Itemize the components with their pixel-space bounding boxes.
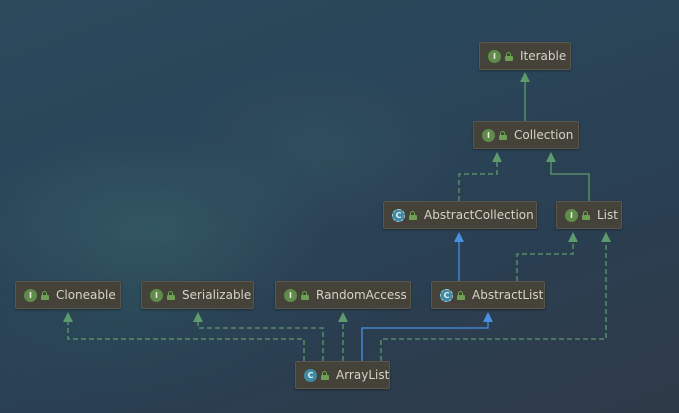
interface-badge-icon: I [150, 288, 163, 302]
arrowhead-arraylist-to-list [601, 232, 611, 242]
node-label: AbstractCollection [424, 208, 534, 222]
arrowhead-arraylist-to-serializable [193, 312, 203, 322]
lock-icon [499, 130, 508, 140]
node-collection[interactable]: I Collection [473, 121, 579, 149]
interface-badge-icon: I [482, 128, 495, 142]
arrowhead-arraylist-to-cloneable [63, 312, 73, 322]
lock-icon [301, 290, 310, 300]
node-label: RandomAccess [316, 288, 407, 302]
lock-icon [409, 210, 418, 220]
edge-list-to-collection [550, 161, 590, 201]
lock-icon [41, 290, 50, 300]
node-label: Collection [514, 128, 574, 142]
arrowhead-abstractlist-to-list [568, 232, 578, 242]
lock-icon [505, 51, 514, 61]
abstract-class-badge-icon: C [440, 288, 453, 302]
interface-badge-icon: I [24, 288, 37, 302]
node-label: Cloneable [56, 288, 116, 302]
node-label: Iterable [520, 49, 567, 63]
lock-icon [457, 290, 466, 300]
node-label: Serializable [182, 288, 252, 302]
arrowhead-collection-to-iterable [520, 72, 530, 82]
edge-abstractcollection-to-collection [458, 161, 498, 201]
node-label: List [597, 208, 618, 222]
class-badge-icon: C [304, 368, 317, 382]
node-abstract-list[interactable]: C AbstractList [431, 281, 545, 309]
interface-badge-icon: I [284, 288, 297, 302]
node-abstract-collection[interactable]: C AbstractCollection [383, 201, 537, 229]
edge-arraylist-to-list [380, 241, 607, 361]
edge-arraylist-to-abstractlist [361, 321, 489, 361]
arrowhead-abstractcollection-to-collection [492, 152, 502, 162]
edge-arraylist-to-cloneable [67, 321, 305, 361]
node-cloneable[interactable]: I Cloneable [15, 281, 121, 309]
node-random-access[interactable]: I RandomAccess [275, 281, 411, 309]
edge-abstractlist-to-list [516, 241, 574, 281]
node-array-list[interactable]: C ArrayList [295, 361, 390, 389]
node-label: ArrayList [336, 368, 390, 382]
lock-icon [321, 370, 330, 380]
node-label: AbstractList [472, 288, 544, 302]
abstract-class-badge-icon: C [392, 208, 405, 222]
interface-badge-icon: I [488, 49, 501, 63]
arrowhead-abstractlist-to-abstractcollection [454, 232, 464, 242]
node-iterable[interactable]: I Iterable [479, 42, 571, 70]
arrowhead-arraylist-to-randomaccess [338, 312, 348, 322]
arrowhead-list-to-collection [546, 152, 556, 162]
edge-arraylist-to-serializable [197, 321, 324, 361]
node-list[interactable]: I List [556, 201, 622, 229]
node-serializable[interactable]: I Serializable [141, 281, 254, 309]
lock-icon [582, 210, 591, 220]
lock-icon [167, 290, 176, 300]
interface-badge-icon: I [565, 208, 578, 222]
arrowhead-arraylist-to-abstractlist [483, 312, 493, 322]
